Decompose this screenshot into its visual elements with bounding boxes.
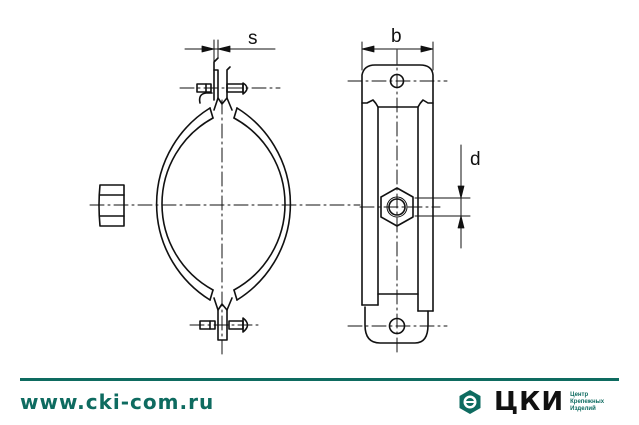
logo-description: Центр Крепежных Изделий	[570, 392, 604, 413]
company-logo: ЦКИ Центр Крепежных Изделий	[458, 388, 604, 416]
logo-desc-line: Изделий	[570, 405, 596, 412]
dimension-label-d: d	[470, 149, 481, 170]
logo-desc-line: Крепежных	[570, 398, 605, 405]
side-view	[347, 41, 471, 356]
website-link[interactable]: www.cki-com.ru	[20, 390, 215, 414]
footer-divider	[20, 378, 619, 381]
hexagon-logo-icon	[459, 390, 481, 414]
front-view	[89, 39, 361, 356]
logo-desc-line: Центр	[570, 391, 589, 398]
dimension-label-s: s	[248, 28, 258, 49]
logo-abbreviation: ЦКИ	[494, 387, 565, 417]
pipe-clamp-drawing	[89, 39, 471, 356]
dimension-label-b: b	[391, 26, 402, 47]
